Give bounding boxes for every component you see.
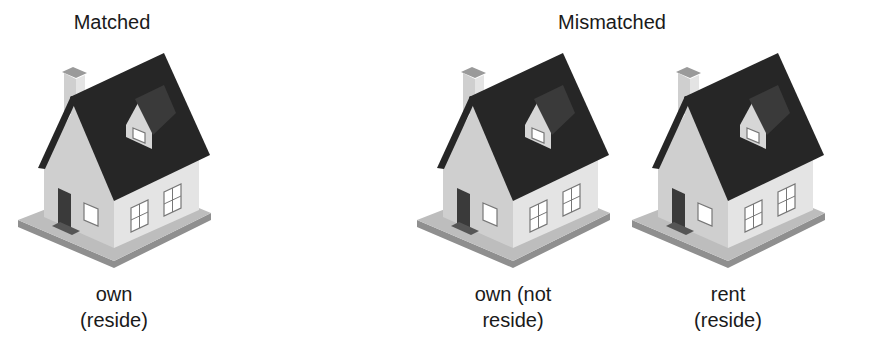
dormer-window [133, 128, 145, 143]
gable-window [84, 203, 98, 226]
side-window [563, 184, 580, 216]
roof [684, 53, 824, 201]
dormer-roof [135, 85, 176, 135]
dormer-roof [749, 85, 790, 135]
window-mullion [745, 212, 762, 220]
chimney-cap [676, 67, 701, 78]
house-node: own (reside) [14, 45, 214, 335]
dormer-window [532, 128, 544, 143]
window-mullion [131, 212, 148, 220]
house-illustration [628, 45, 828, 270]
roof [70, 53, 210, 201]
house-label: own (reside) [69, 281, 159, 333]
door-step [451, 222, 479, 235]
gable-window [698, 203, 712, 226]
roof-edge [652, 96, 691, 169]
roof [469, 53, 609, 201]
house-illustration [14, 45, 214, 270]
house-illustration [413, 45, 613, 270]
door-step [666, 222, 694, 235]
group-heading: Matched [0, 10, 262, 34]
side-window [164, 184, 181, 216]
dormer-roof [534, 85, 575, 135]
window-mullion [530, 212, 547, 220]
side-window [745, 200, 762, 232]
dormer-window [747, 128, 759, 143]
roof-edge [437, 96, 476, 169]
window-mullion [164, 196, 181, 204]
side-window [131, 200, 148, 232]
house-node: own (not reside) [413, 45, 613, 335]
gable-window [483, 203, 497, 226]
house-node: rent (reside) [628, 45, 828, 335]
house-label: rent (reside) [682, 281, 774, 333]
house-label: own (not reside) [452, 281, 574, 333]
side-window [778, 184, 795, 216]
roof-edge [38, 96, 77, 169]
chimney-cap [461, 67, 486, 78]
group-heading: Mismatched [462, 10, 762, 34]
side-window [530, 200, 547, 232]
window-mullion [778, 196, 795, 204]
chimney-cap [62, 67, 87, 78]
window-mullion [563, 196, 580, 204]
door-step [52, 222, 80, 235]
